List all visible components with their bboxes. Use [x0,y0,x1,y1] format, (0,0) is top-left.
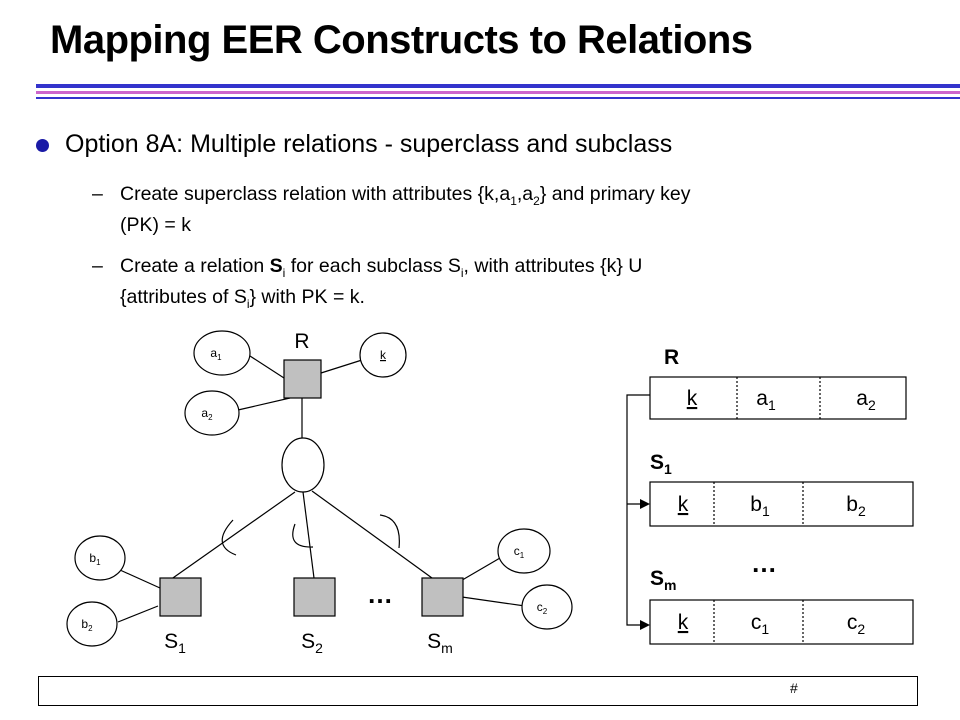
svg-text:Sm: Sm [427,630,453,656]
svg-text:a1: a1 [210,346,222,362]
svg-text:b1: b1 [750,493,770,519]
bullet-dot-icon [36,139,49,152]
svg-text:k: k [380,348,387,362]
relation-r-label: R [664,346,679,369]
svg-text:b2: b2 [846,493,866,519]
svg-text:S1: S1 [164,630,186,656]
edge-circle-sm [311,490,433,579]
sub-bullet-1-text: Create superclass relation with attribut… [120,183,691,236]
svg-text:k: k [678,493,689,516]
svg-text:a2: a2 [856,387,876,413]
relation-sm-table: k c1 c2 [649,599,914,645]
edge-circle-s1 [169,491,296,581]
fk-arrow-bracket [626,394,650,626]
edge-k-r [320,359,363,374]
svg-text:k: k [678,611,689,634]
svg-text:c1: c1 [751,611,770,637]
svg-text:S2: S2 [301,630,323,656]
attribute-b1: b1 [74,535,126,581]
subset-symbol-2 [292,523,314,548]
relation-s1-label: S1 [650,451,672,477]
svg-text:c2: c2 [847,611,866,637]
relations-ellipsis: … [751,548,777,578]
sub-bullet-1: – Create superclass relation with attrib… [92,182,872,237]
title-rule-purple [36,91,960,94]
edge-circle-s2 [302,491,315,579]
attribute-a2: a2 [184,390,240,436]
sub-bullet-2-text: Create a relation Si for each subclass S… [120,255,643,311]
svg-text:b1: b1 [89,551,101,567]
dash-icon: – [92,183,103,205]
dash-icon: – [92,255,103,277]
title-rule-blue [36,84,960,88]
attribute-k: k [359,332,407,378]
edge-a2-r [237,397,291,411]
slide-title: Mapping EER Constructs to Relations [50,18,753,62]
subset-symbol-3 [379,514,400,549]
svg-text:a1: a1 [756,387,776,413]
svg-text:c1: c1 [514,544,525,560]
attribute-a1: a1 [193,330,251,376]
svg-text:k: k [687,387,698,410]
title-rule-blue-thin [36,97,960,99]
footer-bar [38,676,918,706]
subclass-s1: S1 [159,577,202,656]
arrowhead-s1-icon [640,499,650,509]
sub-bullet-2: – Create a relation Si for each subclass… [92,254,872,316]
edge-b2-s1 [117,605,159,623]
main-bullet-text: Option 8A: Multiple relations - supercla… [65,130,673,158]
attribute-b2: b2 [66,601,118,647]
relation-s1-table: k b1 b2 [649,481,914,527]
main-bullet: Option 8A: Multiple relations - supercla… [36,130,672,159]
subclass-s2: S2 [293,577,336,656]
relation-sm-label: Sm [650,567,676,593]
attribute-c1: c1 [497,528,551,574]
superclass-entity: R [283,330,322,399]
svg-text:a2: a2 [201,406,213,422]
page-number: # [790,680,798,696]
subset-symbol-1 [221,519,237,556]
subclass-sm: Sm [421,577,464,656]
arrowhead-sm-icon [640,620,650,630]
svg-text:b2: b2 [81,617,93,633]
edge-c2-sm [454,595,526,607]
er-ellipsis: … [367,579,393,609]
relation-r-table: k a1 a2 [649,376,907,420]
svg-text:R: R [294,330,309,353]
edge-b1-s1 [119,569,161,589]
attribute-c2: c2 [521,584,573,630]
edge-a1-r [249,355,285,379]
svg-text:c2: c2 [537,600,548,616]
specialization-circle [281,437,325,493]
